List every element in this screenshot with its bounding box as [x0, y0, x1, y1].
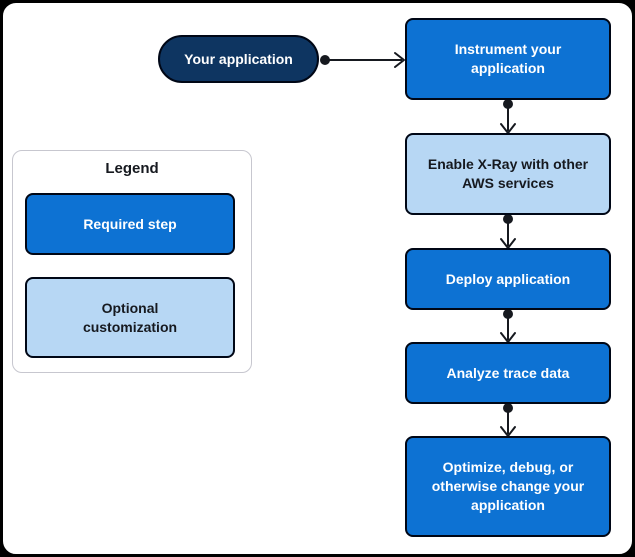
application-node: Your application — [158, 35, 319, 83]
application-node-label: Your application — [184, 50, 293, 67]
flow-step-label: Analyze trace data — [446, 364, 570, 381]
legend-panel: Legend Required step Optional customizat… — [12, 150, 252, 373]
legend-title: Legend — [105, 160, 159, 177]
legend-item-label: Optional customization — [82, 299, 178, 335]
flow-step-label: Deploy application — [445, 270, 571, 287]
legend-item-optional-customization: Optional customization — [25, 277, 235, 358]
legend-item-required-step: Required step — [25, 193, 235, 255]
flow-step-optimize-debug-change: Optimize, debug, or otherwise change you… — [405, 436, 611, 537]
flow-step-deploy-application: Deploy application — [405, 248, 611, 310]
flow-step-label: Instrument your application — [454, 41, 562, 76]
flow-step-label: Enable X-Ray with other AWS services — [427, 156, 589, 191]
flow-step-enable-xray-services: Enable X-Ray with other AWS services — [405, 133, 611, 215]
legend-item-label: Required step — [83, 215, 177, 232]
flow-step-analyze-trace-data: Analyze trace data — [405, 342, 611, 404]
flow-step-label: Optimize, debug, or otherwise change you… — [431, 459, 585, 513]
flow-step-instrument-application: Instrument your application — [405, 18, 611, 100]
